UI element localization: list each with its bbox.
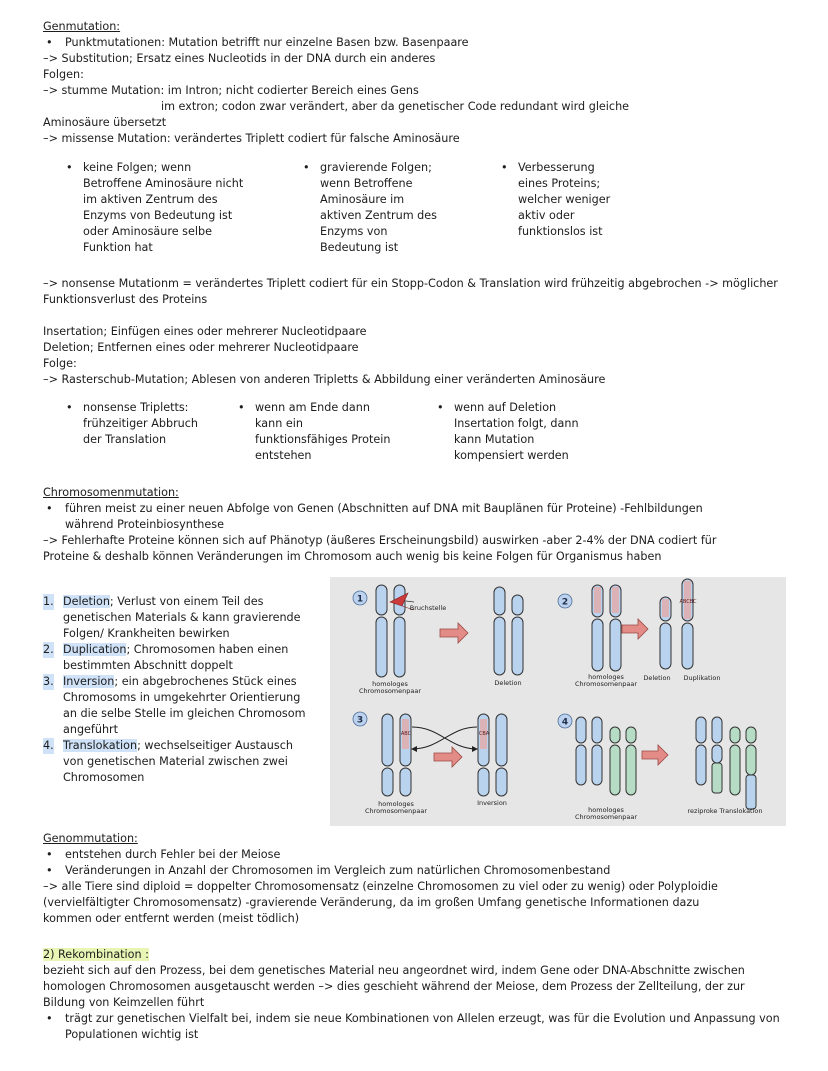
rekombination-section: 2) Rekombination : bezieht sich auf den … [43,947,803,1043]
folgen-item-gravierend: gravierende Folgen; wenn Betroffene Amin… [300,160,490,256]
punktmutation-bullet: Punktmutationen: Mutation betrifft nur e… [43,35,803,51]
label-homologes-3: homologes [378,800,414,808]
label-duplikation: Duplikation [684,674,721,682]
meiose-bullet: entstehen durch Fehler bei der Meiose [43,847,803,863]
label-chromopaar-4: Chromosomenpaar [575,813,637,821]
toedlich-line: kommen oder entfernt werden (meist tödli… [43,912,300,925]
genmutation-title: Genmutation: [43,20,121,33]
chromosome-mutation-figure: 1 2 3 4 ABC CBA ABCBC Bruchstelle homolo… [330,577,786,826]
raster-item-nonsense: nonsense Tripletts: frühzeitiger Abbruch… [63,400,253,448]
figure-number-4: 4 [562,718,568,728]
list-item-duplication: 2. Duplication; Chromosomen haben einen … [43,642,289,672]
label-chromopaar-1: Chromosomenpaar [359,687,421,695]
folgen-item-verbesserung: Verbesserung eines Proteins; welcher wen… [498,160,688,240]
term-deletion: Deletion [63,595,110,608]
fehlerhafte-proteine-line: –> Fehlerhafte Proteine können sich auf … [43,534,717,547]
folgen-column-1: keine Folgen; wenn Betroffene Aminosäure… [63,160,253,256]
anzahl-bullet: Veränderungen in Anzahl der Chromosomen … [43,863,803,879]
raster-column-1: nonsense Tripletts: frühzeitiger Abbruch… [63,400,253,448]
raster-item-ende: wenn am Ende dann kann ein funktionsfähi… [235,400,425,464]
insertion-block: Insertation; Einfügen eines oder mehrere… [43,324,803,388]
figure-number-2: 2 [562,598,568,608]
list-item-translokation: 4. Translokation; wechselseitiger Austau… [43,738,293,784]
chromosomenmutation-title: Chromosomenmutation: [43,486,179,499]
label-homologes-1: homologes [372,680,408,688]
list-item-inversion: 3. Inversion; ein abgebrochenes Stück ei… [43,674,306,736]
label-homologes-2: homologes [588,673,624,681]
raster-item-deletion: wenn auf Deletion Insertation folgt, dan… [434,400,624,464]
figure-number-1: 1 [357,595,363,605]
raster-column-3: wenn auf Deletion Insertation folgt, dan… [434,400,624,464]
deletion-line: Deletion; Entfernen eines oder mehrerer … [43,341,359,354]
rekombination-line-1: bezieht sich auf den Prozess, bei dem ge… [43,964,745,977]
label-chromopaar-2: Chromosomenpaar [575,680,637,688]
label-chromopaar-3: Chromosomenpaar [365,807,427,815]
term-duplication: Duplication [63,643,127,656]
label-homologes-4: homologes [588,806,624,814]
segment-cba: CBA [479,731,490,737]
label-deletion: Deletion [494,679,521,687]
missense-line: –> missense Mutation: verändertes Triple… [43,132,460,145]
insertation-line: Insertation; Einfügen eines oder mehrere… [43,325,367,338]
folgen-item-keine: keine Folgen; wenn Betroffene Aminosäure… [63,160,253,256]
chromosomenmutation-section: Chromosomenmutation: führen meist zu ein… [43,485,803,565]
folgen-column-2: gravierende Folgen; wenn Betroffene Amin… [300,160,490,256]
list-item-deletion: 1. Deletion; Verlust von einem Teil des … [43,594,301,640]
proteine-folgen-line: Proteine & deshalb können Veränderungen … [43,550,662,563]
extron-line: im extron; codon zwar verändert, aber da… [161,100,630,113]
nonsense-line: –> nonsense Mutationm = verändertes Trip… [43,277,778,290]
aminosaeure-line: Aminosäure übersetzt [43,116,167,129]
mutation-type-list: 1. Deletion; Verlust von einem Teil des … [43,594,328,786]
segment-abc: ABC [401,731,412,737]
genommutation-section: Genommutation: entstehen durch Fehler be… [43,831,803,927]
rekombination-line-3: Bildung von Keimzellen führt [43,996,205,1009]
genommutation-title: Genommutation: [43,832,138,845]
term-inversion: Inversion [63,675,115,688]
folgen-column-3: Verbesserung eines Proteins; welcher wen… [498,160,688,240]
label-inversion: Inversion [477,799,507,807]
rasterschub-line: –> Rasterschub-Mutation; Ablesen von and… [43,373,606,386]
label-deletion-2: Deletion [643,674,670,682]
label-bruchstelle: Bruchstelle [410,604,447,612]
stumme-mutation-line: –> stumme Mutation: im Intron; nicht cod… [43,84,419,97]
rekombination-line-2: homologen Chromosomen ausgetauscht werde… [43,980,745,993]
raster-column-2: wenn am Ende dann kann ein funktionsfähi… [235,400,425,464]
folge-label: Folge: [43,357,77,370]
rekombination-title: 2) Rekombination : [43,948,149,961]
segment-abcbc: ABCBC [679,599,697,605]
funktionsverlust-line: Funktionsverlust des Proteins [43,293,208,306]
term-translokation: Translokation [63,739,138,752]
diploid-line: –> alle Tiere sind diploid = doppelter C… [43,880,718,893]
figure-number-3: 3 [357,716,363,726]
genmutation-section: Genmutation: Punktmutationen: Mutation b… [43,19,803,147]
folgen-label: Folgen: [43,68,84,81]
vielfalt-bullet: trägt zur genetischen Vielfalt bei, inde… [43,1011,803,1043]
polyploidie-line: (vervielfältigter Chromosomensatz) -grav… [43,896,700,909]
abfolge-bullet: führen meist zu einer neuen Abfolge von … [43,501,803,533]
label-translokation: reziproke Translokation [687,807,762,815]
substitution-line: –> Substitution; Ersatz eines Nucleotids… [43,52,436,65]
nonsense-block: –> nonsense Mutationm = verändertes Trip… [43,276,803,308]
